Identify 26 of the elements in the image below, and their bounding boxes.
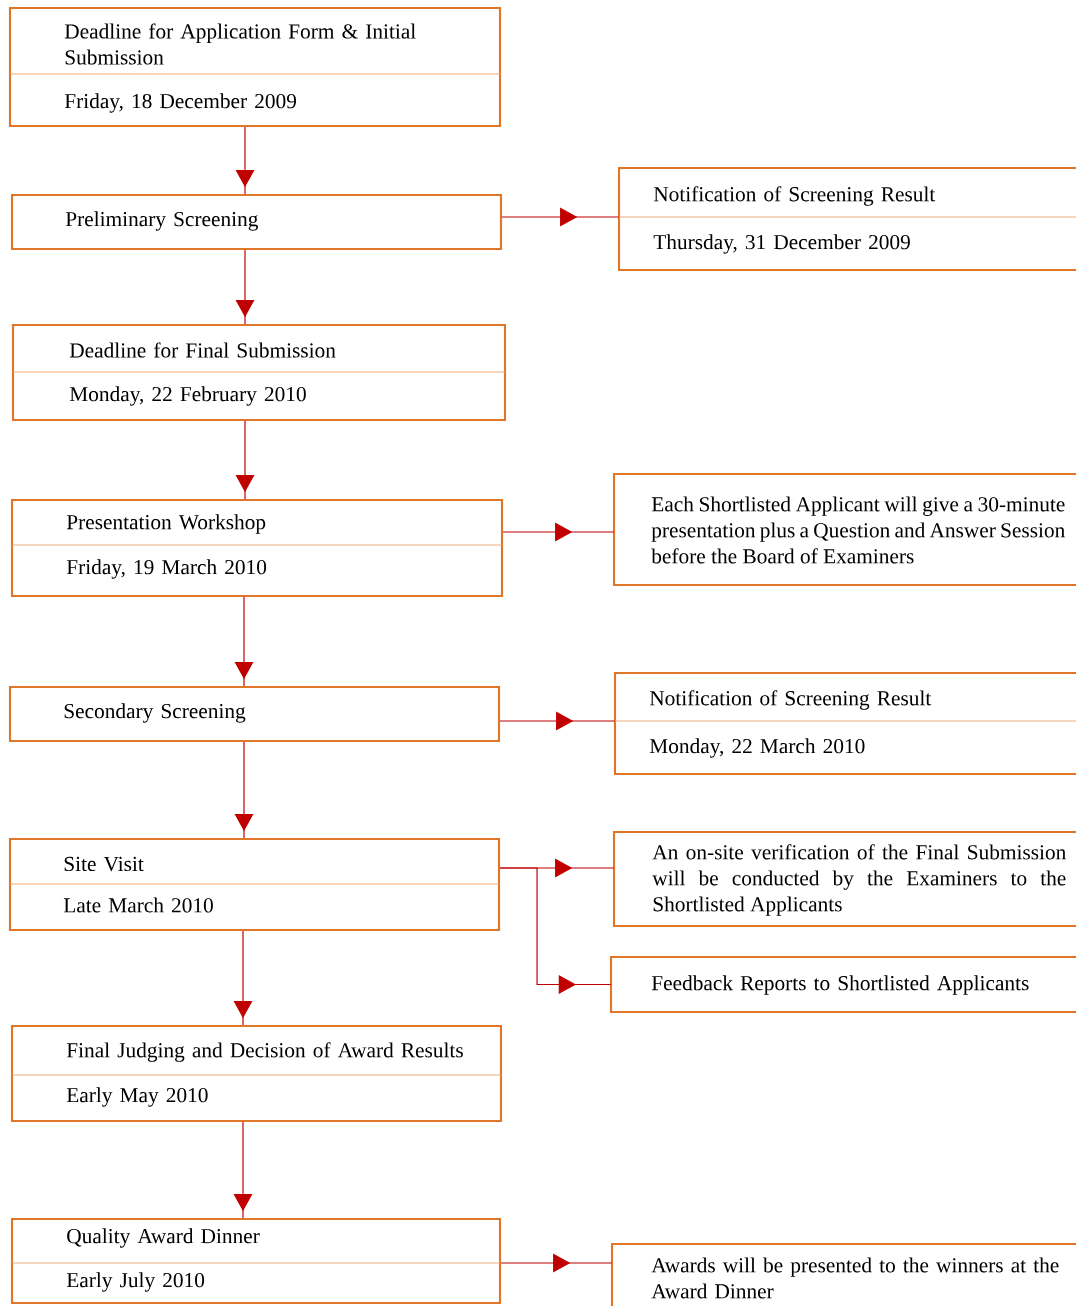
process-box: Preliminary Screening [10,193,503,251]
note-box: Awards will be presented to the winners at the Award Dinner [610,1242,1076,1306]
arrow [234,596,254,687]
note-box: Notification of Screening Result Monday, 22 March 2010 [613,671,1076,776]
note-box: Feedback Reports to Shortlisted Applicants [609,955,1076,1014]
arrow [235,249,255,325]
note-box: Notification of Screening Result Thursday, 31 December 2009 [617,166,1076,272]
arrow [233,1121,253,1219]
arrow [235,420,255,500]
process-box: Deadline for Application Form & Initial Submission Friday, 18 December 2009 [8,6,502,128]
note-box: An on-site verification of the Final Submission will be conducted by the Examiners to the Shortlisted Applicants [612,830,1076,928]
arrow [234,741,254,839]
arrow [235,126,255,195]
process-box: Quality Award Dinner Early July 2010 [10,1217,502,1305]
arrow [502,522,615,542]
arrow [501,207,620,227]
arrow [500,1253,613,1273]
note-box: Each Shortlisted Applicant will give a 30-minute presentation plus a Question and Answer Session before the Board of Examiners [612,472,1076,587]
process-box: Site Visit Late March 2010 [8,837,501,932]
arrow [499,711,616,731]
arrow [499,867,612,994]
process-box: Deadline for Final Submission Monday, 22 February 2010 [11,323,507,422]
arrow [233,930,253,1026]
process-box: Secondary Screening [8,685,501,743]
process-box: Final Judging and Decision of Award Results Early May 2010 [10,1024,503,1123]
process-box: Presentation Workshop Friday, 19 March 2010 [10,498,504,598]
